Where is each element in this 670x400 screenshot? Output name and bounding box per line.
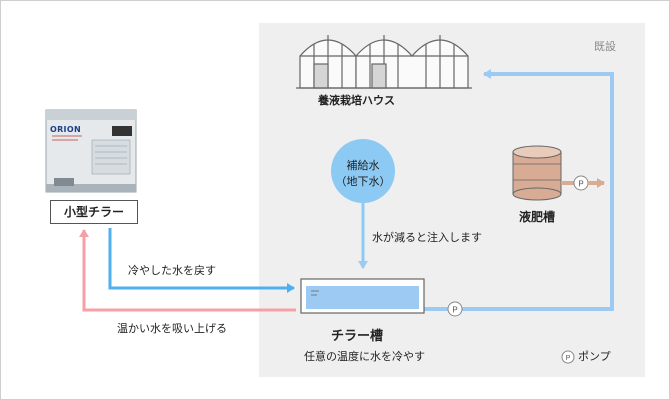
greenhouse-label: 養液栽培ハウス <box>318 94 395 107</box>
existing-facility-label: 既設 <box>594 40 616 53</box>
supply-water-label: 補給水 （地下水） <box>332 158 394 190</box>
svg-text:P: P <box>566 355 571 362</box>
warm-water-suction-label: 温かい水を吸い上げる <box>117 322 227 335</box>
chiller-tank-label: チラー槽 <box>331 329 384 344</box>
brand-logo: ORION <box>50 125 81 134</box>
fertilizer-pump-icon: P <box>573 175 589 191</box>
supply-water-label-line2: （地下水） <box>335 175 391 188</box>
chiller-tank-icon <box>300 278 425 314</box>
cooled-water-return-label: 冷やした水を戻す <box>128 264 216 277</box>
fertilizer-tank-icon <box>512 145 562 201</box>
warm-water-suction-pipe <box>79 229 296 312</box>
svg-text:P: P <box>578 180 583 189</box>
small-chiller-unit-icon <box>45 109 137 193</box>
water-decrease-note: 水が減ると注入します <box>372 231 482 244</box>
svg-text:P: P <box>452 306 457 315</box>
pump-legend-label: ポンプ <box>578 350 611 363</box>
supply-water-circle <box>331 139 395 203</box>
small-chiller-label: 小型チラー <box>50 200 138 224</box>
cooled-water-return-pipe <box>108 228 295 293</box>
tank-pump-icon: P <box>447 301 463 317</box>
greenhouse-icon <box>296 35 472 89</box>
chiller-tank-description: 任意の温度に水を冷やす <box>304 350 425 363</box>
circulation-pipe <box>424 69 614 311</box>
pump-legend-icon: P <box>561 350 575 364</box>
supply-water-label-line1: 補給水 <box>346 159 380 172</box>
fertilizer-tank-label: 液肥槽 <box>519 210 556 224</box>
